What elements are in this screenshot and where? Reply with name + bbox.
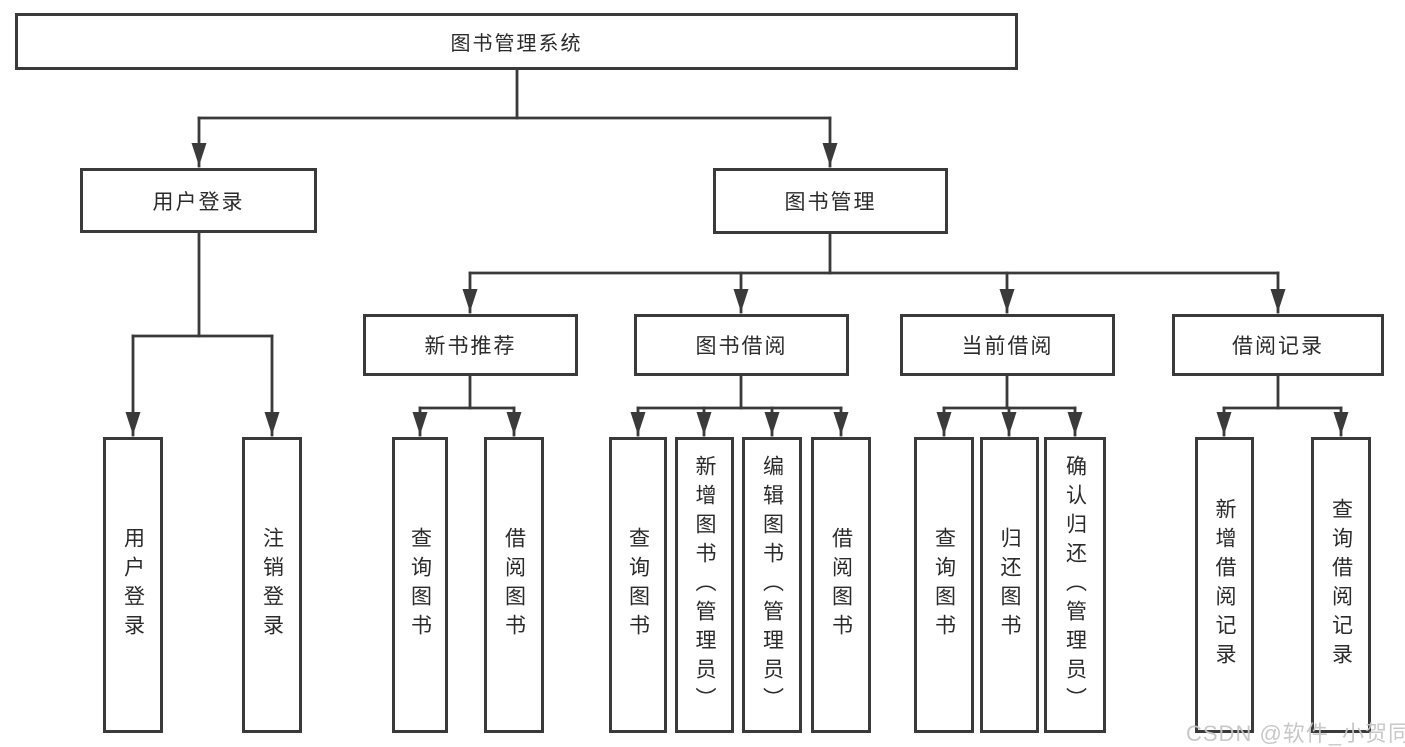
leaf-query-books-current: 查询图书 [914,437,974,733]
node-borrow-records: 借阅记录 [1172,314,1384,376]
node-library-management-system: 图书管理系统 [15,13,1018,70]
node-book-borrow: 图书借阅 [634,314,849,376]
node-book-management: 图书管理 [713,168,948,234]
leaf-add-book-admin: 新增图书（管理员） [675,437,734,733]
connector-book-borrow-to-leaves [630,374,849,437]
leaf-borrow-books-recommend: 借阅图书 [484,437,544,733]
connector-book-mgmt-to-level3 [462,232,1286,314]
leaf-borrow-books: 借阅图书 [811,437,871,733]
connector-user-login-to-leaves [125,231,280,437]
node-new-book-recommend: 新书推荐 [363,314,578,376]
node-user-login: 用户登录 [80,168,317,233]
connector-current-borrow-to-leaves [936,374,1083,437]
node-current-borrow: 当前借阅 [900,314,1115,376]
connector-new-book-to-leaves [412,374,522,437]
leaf-query-borrow-record: 查询借阅记录 [1311,437,1371,733]
leaf-query-books-borrow: 查询图书 [609,437,667,733]
leaf-add-borrow-record: 新增借阅记录 [1195,437,1254,733]
leaf-confirm-return-admin: 确认归还（管理员） [1044,437,1106,733]
connector-borrow-records-to-leaves [1216,374,1349,437]
csdn-watermark: CSDN @软件_小贺同学 [1186,721,1405,746]
leaf-return-book: 归还图书 [980,437,1039,733]
leaf-edit-book-admin: 编辑图书（管理员） [742,437,802,733]
leaf-query-books-recommend: 查询图书 [392,437,448,733]
connector-root-to-level2 [191,68,838,168]
leaf-logout: 注销登录 [242,437,302,733]
leaf-user-login: 用户登录 [103,437,163,733]
